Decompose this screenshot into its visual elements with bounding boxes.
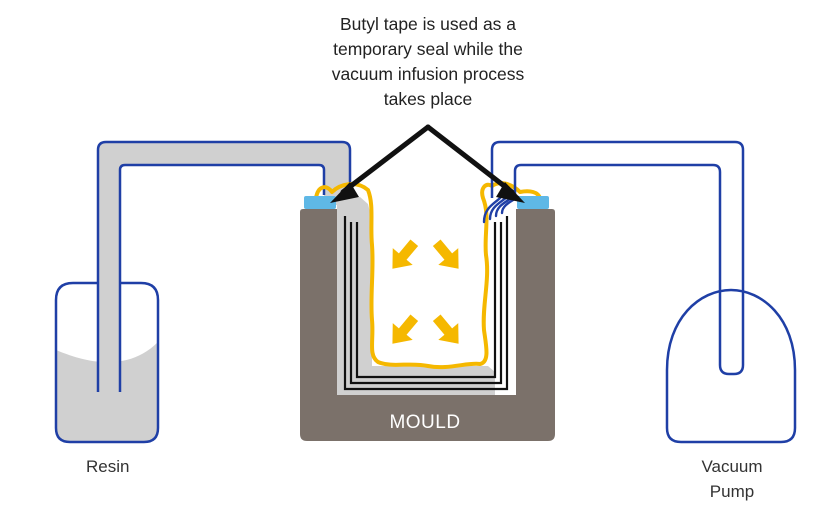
vacuum-pump-outline [665, 288, 797, 444]
flow-arrow-icon-4 [426, 309, 469, 353]
vacuum-pump: Vacuum Pump [665, 288, 797, 501]
resin-tube-outer [96, 140, 352, 392]
vacuum-hose-outer [490, 140, 745, 376]
mould-label: MOULD [389, 412, 460, 433]
pointer-line-left [340, 124, 431, 195]
vacuum-bag-film [314, 181, 542, 370]
laminate-layer-2 [349, 222, 503, 385]
spiral-coils [482, 195, 520, 224]
annotation-text: Butyl tape is used as a temporary seal w… [332, 14, 525, 109]
flow-arrow-icon-3 [382, 309, 425, 353]
pointer-arrows [330, 124, 525, 203]
vacuum-hose [490, 140, 745, 376]
flow-arrow-icon-2 [426, 234, 469, 278]
mould: MOULD [300, 209, 555, 441]
laminate-layers [343, 216, 509, 391]
vacuum-pump-label-line-1: Vacuum [701, 457, 762, 476]
annotation-line-1: Butyl tape is used as a [340, 14, 516, 34]
laminate-layer-1 [343, 216, 509, 391]
flow-arrow-icon-1 [382, 234, 425, 278]
infused-resin-area [337, 197, 495, 395]
annotation-line-2: temporary seal while the [333, 39, 523, 59]
resin-tube-inner [118, 163, 326, 392]
butyl-tape-right [517, 196, 549, 209]
resin-feed-tube [96, 140, 352, 392]
vacuum-bag [314, 181, 542, 370]
annotation-line-4: takes place [384, 89, 473, 109]
spiral-coil-1 [482, 196, 502, 224]
butyl-tape-left [304, 196, 336, 209]
flow-arrows [382, 234, 469, 353]
pointer-line-right [425, 124, 515, 195]
resin-container-outline [54, 281, 160, 444]
pointer-arrow-icon-left [330, 182, 359, 203]
vacuum-pump-label-line-2: Pump [710, 482, 754, 501]
annotation-line-3: vacuum infusion process [332, 64, 525, 84]
resin-tube-fill [98, 142, 350, 392]
infused-resin [337, 197, 495, 395]
resin-label: Resin [86, 457, 129, 476]
mould-body [300, 209, 555, 441]
laminate-layer-3 [355, 222, 497, 379]
pointer-arrow-icon-right [496, 182, 525, 203]
butyl-tape [304, 196, 549, 209]
